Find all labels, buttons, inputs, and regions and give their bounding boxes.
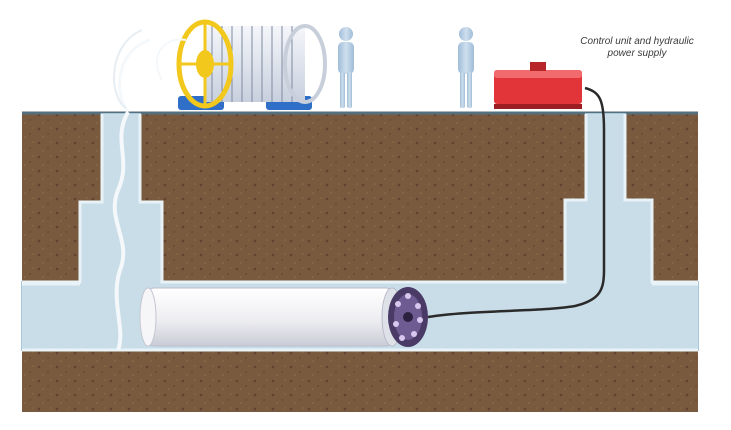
inversion-head-icon: [388, 287, 428, 347]
feed-hose: [112, 111, 130, 351]
control-unit-label: Control unit and hydraulic power supply: [552, 36, 722, 60]
hydraulic-hose: [427, 86, 606, 319]
pipe-liner: [139, 287, 403, 347]
worker-icon: [338, 27, 354, 108]
control-unit-label-line1: Control unit and hydraulic: [580, 36, 694, 47]
control-unit-icon: [494, 62, 582, 109]
worker-icon: [458, 27, 474, 108]
control-unit-label-line2: power supply: [607, 48, 667, 59]
cable-reel-icon: [156, 19, 327, 110]
